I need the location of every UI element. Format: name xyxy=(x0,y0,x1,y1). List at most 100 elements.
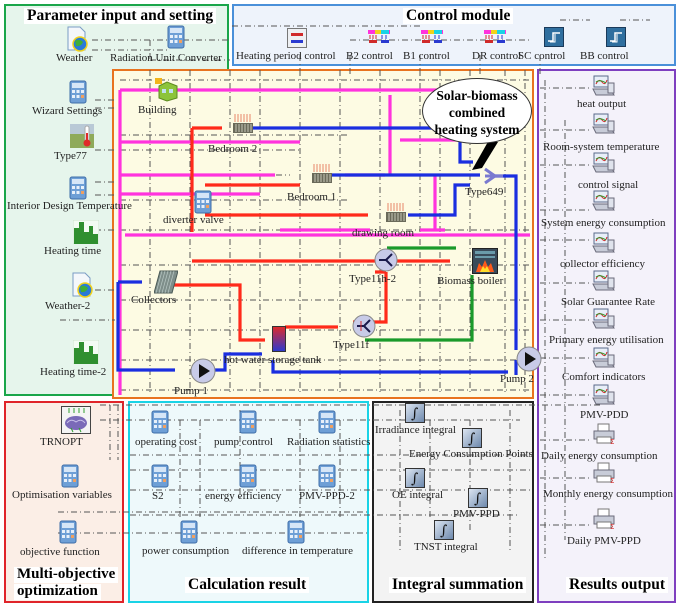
component-type649[interactable] xyxy=(472,166,503,186)
component-label: pump control xyxy=(214,436,273,448)
plotter-icon xyxy=(592,190,616,217)
component-hot-water-storage-tank[interactable] xyxy=(265,326,286,352)
calculator-icon xyxy=(167,25,185,49)
callout-pointer xyxy=(472,140,498,170)
component-bedroom-2[interactable] xyxy=(221,114,253,134)
component-pmv-ppd[interactable]: ∫ xyxy=(468,488,488,508)
component-objective-function[interactable] xyxy=(50,520,77,544)
component-label: drawing room xyxy=(352,227,415,239)
component-optimisation-variables[interactable] xyxy=(52,464,79,488)
component-building[interactable] xyxy=(143,78,178,102)
component-label: Heating time xyxy=(44,245,102,257)
integral-icon: ∫ xyxy=(462,428,482,453)
component-heat-output[interactable] xyxy=(592,75,616,97)
building-icon xyxy=(155,78,178,102)
component-radiation-statistics[interactable] xyxy=(318,410,336,434)
component-label: diverter valve xyxy=(163,214,224,226)
component-label: Wizard Settings xyxy=(32,105,103,117)
component-operating-cost[interactable] xyxy=(151,410,169,434)
component-control-signal[interactable] xyxy=(592,152,616,174)
printer-icon: Σ xyxy=(592,508,616,535)
component-solar-guarantee-rate[interactable] xyxy=(592,270,616,292)
component-drawing-room[interactable] xyxy=(374,203,406,223)
boiler-loop-pipes xyxy=(365,246,474,342)
component-energy-efficiency[interactable] xyxy=(239,464,257,488)
component-tnst-integral[interactable]: ∫ xyxy=(434,520,454,540)
component-label: SC control xyxy=(518,50,566,62)
radiator-icon xyxy=(233,114,253,133)
component-system-energy-consumption[interactable] xyxy=(592,190,616,212)
component-difference-in-temperature[interactable] xyxy=(287,520,305,544)
component-biomass-boiler[interactable] xyxy=(459,248,498,274)
plotter-icon xyxy=(592,113,616,140)
component-sc-control[interactable] xyxy=(534,27,564,47)
component-dr-control[interactable] xyxy=(471,27,506,45)
component-bb-control[interactable] xyxy=(596,27,626,47)
heat-cool-thermostat-icon xyxy=(484,30,506,43)
component-b2-control[interactable] xyxy=(355,27,390,45)
calculator-icon xyxy=(318,464,336,493)
component-bedroom-1[interactable] xyxy=(300,164,332,184)
svg-text:∫: ∫ xyxy=(411,406,418,422)
component-heating-period-control[interactable] xyxy=(277,28,307,48)
component-s2[interactable] xyxy=(151,464,169,488)
results-module-title: Results output xyxy=(566,576,669,594)
component-pump-2[interactable] xyxy=(503,346,542,372)
component-weather[interactable] xyxy=(64,26,90,52)
printer-icon: Σ xyxy=(592,462,616,489)
component-room-system-temperature[interactable] xyxy=(592,113,616,135)
component-pmv-pdd[interactable] xyxy=(592,384,616,406)
component-label: B1 control xyxy=(403,50,450,62)
radiator-icon xyxy=(386,203,406,222)
component-type11h-2[interactable] xyxy=(362,248,398,272)
component-wizard-settings[interactable] xyxy=(60,80,87,104)
component-diverter-valve[interactable] xyxy=(185,190,212,214)
component-energy-consumption-points[interactable]: ∫ xyxy=(462,428,482,448)
component-label: control signal xyxy=(578,179,639,191)
component-label: Pump 2 xyxy=(500,373,534,385)
component-comfort-indicators[interactable] xyxy=(592,347,616,369)
calculation-module-title: Calculation result xyxy=(185,576,310,594)
component-interior-design-temperature[interactable] xyxy=(60,176,87,200)
component-primary-energy-utilisation[interactable] xyxy=(592,308,616,330)
component-pump-1[interactable] xyxy=(177,358,216,384)
component-collectors[interactable] xyxy=(142,270,178,294)
component-label: Heating period control xyxy=(236,50,336,62)
component-label: Optimisation variables xyxy=(12,489,112,501)
signal-line xyxy=(232,19,650,75)
component-pump-control[interactable] xyxy=(239,410,257,434)
component-heating-time-2[interactable] xyxy=(60,340,99,364)
component-type11f[interactable] xyxy=(340,314,376,338)
pipe-segment xyxy=(167,126,450,342)
component-heating-time[interactable] xyxy=(60,220,99,244)
component-monthly-energy-consumption[interactable]: Σ xyxy=(592,462,616,485)
control-module-title: Control module xyxy=(403,7,514,25)
calculator-icon xyxy=(59,520,77,544)
component-label: Weather-2 xyxy=(45,300,91,312)
component-label: Pump 1 xyxy=(174,385,208,397)
component-power-consumption[interactable] xyxy=(180,520,198,544)
svg-text:∫: ∫ xyxy=(474,491,481,507)
component-label: objective function xyxy=(20,546,100,558)
component-b1-control[interactable] xyxy=(408,27,443,45)
integral-icon: ∫ xyxy=(405,403,425,428)
component-irradiance-integral[interactable]: ∫ xyxy=(405,403,425,423)
component-daily-pmv-ppd[interactable]: Σ xyxy=(592,508,616,531)
svg-text:∫: ∫ xyxy=(440,523,447,539)
component-label: PMV-PPD-2 xyxy=(299,490,355,502)
solar-collector-icon xyxy=(154,270,178,294)
component-radiation-unit-converter[interactable] xyxy=(158,25,185,49)
component-label: BB control xyxy=(580,50,629,62)
component-label: Weather xyxy=(56,52,93,64)
component-label: difference in temperature xyxy=(242,545,353,557)
component-type77[interactable] xyxy=(58,124,94,148)
component-oe-integral[interactable]: ∫ xyxy=(405,468,425,488)
component-daily-energy-consumption[interactable]: Σ xyxy=(592,423,616,446)
component-weather-2[interactable] xyxy=(56,272,93,298)
integral-icon: ∫ xyxy=(405,468,425,493)
component-collector-efficiency[interactable] xyxy=(592,232,616,254)
component-pmv-ppd-2[interactable] xyxy=(318,464,336,488)
svg-text:∫: ∫ xyxy=(468,431,475,447)
component-trnopt[interactable] xyxy=(46,406,91,434)
